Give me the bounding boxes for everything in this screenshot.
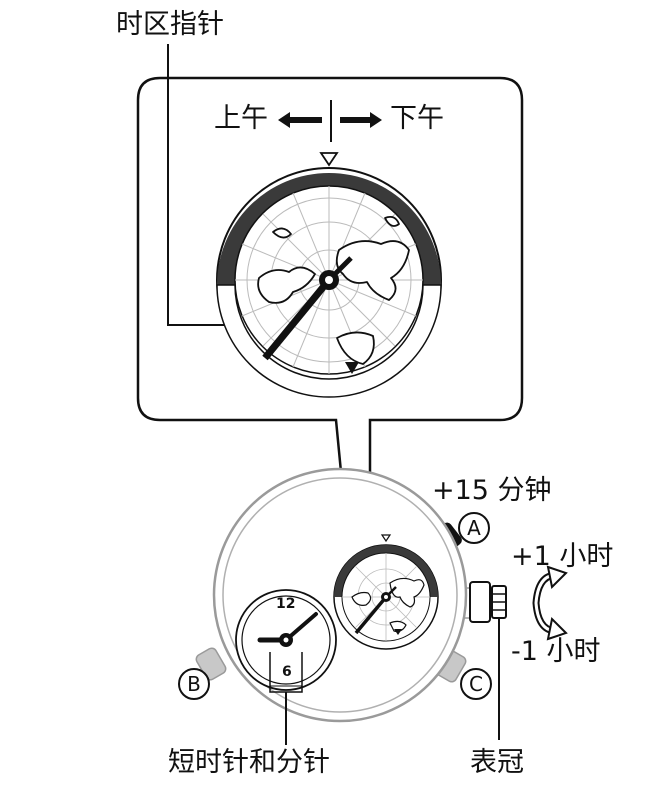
small-time-dial — [235, 589, 337, 691]
triangle-down-icon — [319, 152, 339, 167]
minus1-label: -1 小时 — [511, 636, 601, 667]
button-c[interactable]: C — [460, 668, 492, 700]
timezone-hand-label: 时区指针 — [116, 9, 224, 40]
dial-12: 12 — [276, 596, 296, 612]
crown — [469, 581, 507, 623]
am-label: 上午 — [214, 103, 268, 134]
crown-label: 表冠 — [470, 747, 524, 778]
button-b[interactable]: B — [178, 668, 210, 700]
plus15-label: +15 分钟 — [432, 475, 552, 506]
small-world-dial — [333, 534, 439, 650]
pm-label: 下午 — [390, 103, 444, 134]
arrow-right-icon — [340, 112, 382, 128]
large-dial — [216, 152, 442, 398]
arrow-left-icon — [278, 112, 322, 128]
dial-6: 6 — [282, 664, 292, 680]
short-hands-label: 短时针和分针 — [168, 747, 330, 778]
button-a[interactable]: A — [458, 512, 490, 544]
plus1-label: +1 小时 — [511, 541, 614, 572]
rotate-icon — [532, 565, 568, 641]
